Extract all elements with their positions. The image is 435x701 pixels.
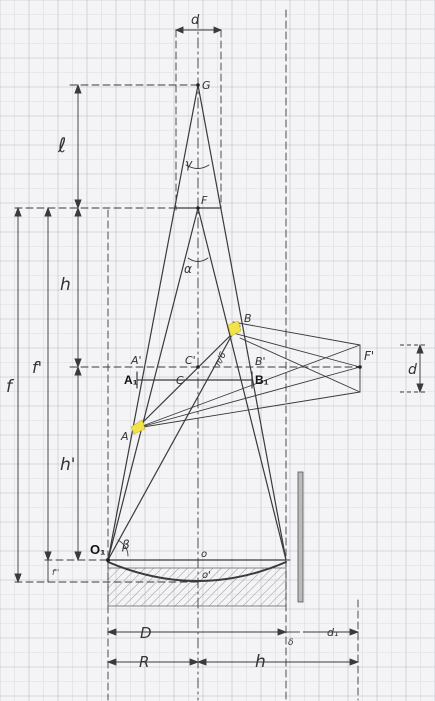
hatched-base (107, 567, 287, 607)
gamma-arc (185, 164, 210, 169)
labels: d G γ ℓ F α h B A' C' π/6 B' F' d A₁ C B… (6, 13, 417, 672)
label-f: f (6, 377, 15, 397)
label-beta: β (121, 538, 130, 552)
label-h-left: h (60, 275, 71, 295)
label-pi-over-6: π/6 (213, 350, 229, 368)
label-A-prime: A' (130, 354, 142, 367)
label-f-prime: f' (32, 358, 42, 377)
label-alpha: α (184, 262, 192, 276)
label-d-right: d (408, 362, 417, 378)
label-h-prime: h' (60, 455, 75, 475)
ray-G-right (197, 84, 287, 561)
alpha-arc (187, 257, 209, 262)
label-A: A (120, 430, 129, 443)
ray-B-Fprime (232, 332, 361, 368)
label-f-double-prime: f'' (52, 568, 59, 577)
label-h-bottom: h (255, 652, 266, 672)
ray-G-O1 (107, 84, 199, 561)
ray-F-right (197, 207, 287, 561)
label-l: ℓ (57, 133, 66, 157)
vertical-guides (107, 9, 359, 701)
ray-A-top (136, 344, 361, 429)
ray-O1-B (107, 332, 234, 561)
label-C: C (176, 374, 184, 387)
ray-B-top (232, 321, 361, 346)
label-F-prime: F' (364, 349, 374, 363)
label-gamma: γ (185, 157, 193, 171)
ray-geometry (107, 84, 361, 603)
side-screen (297, 471, 304, 603)
highlight-A (130, 419, 146, 435)
ray-A-bottom (136, 391, 361, 429)
label-B1: B₁ (255, 373, 269, 387)
highlight-B (227, 320, 242, 337)
points (106, 83, 362, 562)
ray-B-bottom (239, 337, 361, 393)
label-D: D (140, 624, 152, 642)
label-d1: d₁ (327, 626, 338, 639)
ray-A-Fprime (136, 366, 361, 429)
label-d-top: d (191, 13, 200, 28)
label-O1: O₁ (90, 542, 106, 557)
line-A-B (136, 325, 241, 429)
label-o-prime: o' (202, 570, 211, 581)
label-F: F (201, 194, 208, 207)
label-delta: δ (288, 638, 294, 648)
label-B-prime: B' (255, 355, 266, 368)
label-A1: A₁ (124, 373, 138, 387)
label-G: G (202, 79, 211, 92)
label-B: B (244, 312, 252, 325)
label-R: R (139, 653, 149, 671)
mirror-arc (107, 561, 287, 582)
dimension-arrows (14, 26, 425, 666)
beta-arc (117, 539, 129, 557)
ray-F-left (107, 207, 199, 561)
label-C-prime: C' (185, 354, 196, 367)
label-o-center: o (201, 549, 207, 560)
